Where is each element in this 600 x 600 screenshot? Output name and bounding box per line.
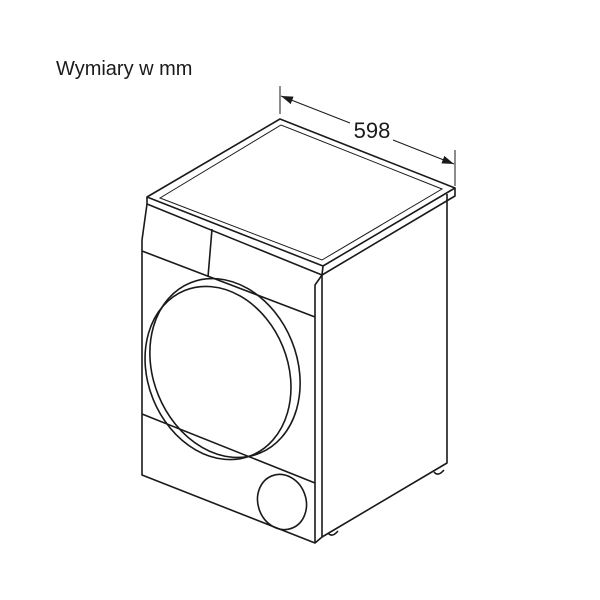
foot-front <box>327 530 339 536</box>
dimension-arrow-right <box>392 139 455 165</box>
diagram-title: Wymiary w mm <box>56 58 193 80</box>
control-panel-divider <box>207 228 213 278</box>
dimension-arrow-left <box>280 95 351 124</box>
filter-cover <box>256 473 308 531</box>
top-panel <box>146 118 456 276</box>
width-label: 598 <box>354 118 391 143</box>
width-dimension: 598 <box>279 86 456 186</box>
foot-right <box>433 469 445 475</box>
door <box>144 277 301 461</box>
control-panel-line <box>141 250 316 318</box>
base-panel-line <box>141 413 316 484</box>
dryer-body <box>141 194 448 544</box>
